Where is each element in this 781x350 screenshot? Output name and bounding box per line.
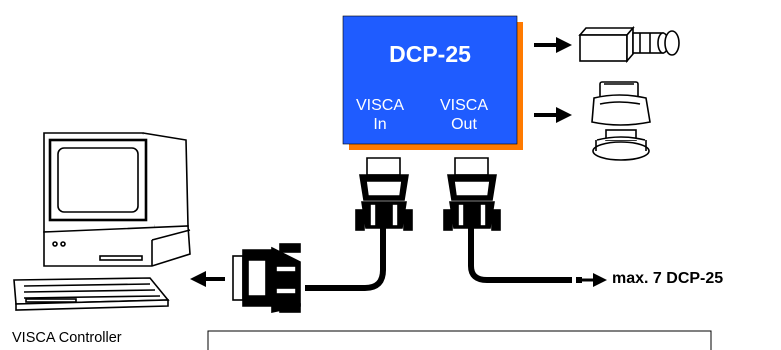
serial-connector-icon <box>232 243 301 313</box>
device-box <box>342 15 518 145</box>
cable-out <box>468 228 572 283</box>
pan-tilt-camera-icon <box>591 81 651 161</box>
serial-connector-icon <box>443 157 501 231</box>
computer-icon <box>13 132 191 311</box>
chain-label: max. 7 DCP-25 <box>612 270 724 287</box>
arrow-to-controller <box>190 271 225 287</box>
port-in-label: VISCA In <box>355 97 404 133</box>
port-out-label: VISCA Out <box>439 97 488 133</box>
chain-arrow <box>556 273 607 287</box>
cable-in <box>305 228 386 291</box>
serial-connector-icon <box>355 157 413 231</box>
device-title: DCP-25 <box>389 41 471 67</box>
bottom-frame <box>207 330 712 350</box>
video-camera-icon <box>578 25 680 64</box>
arrow-to-ptz-camera <box>534 107 572 123</box>
controller-label: VISCA Controller <box>12 330 122 346</box>
arrow-to-camera <box>534 37 572 53</box>
